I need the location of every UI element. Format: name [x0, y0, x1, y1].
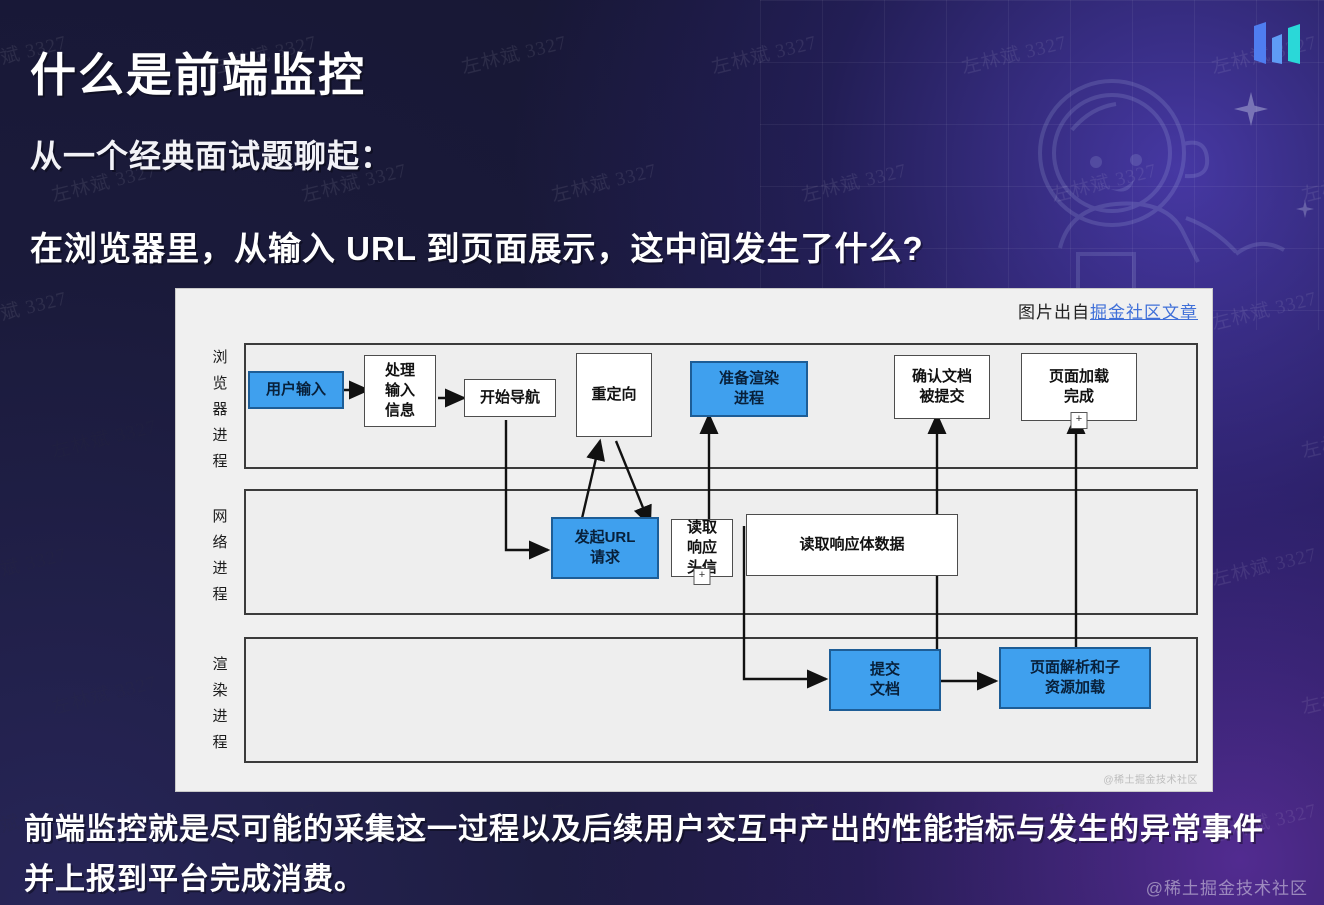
lane-label-network: 网络进程	[212, 508, 228, 603]
node-label: 发起URL请求	[574, 529, 636, 566]
watermark-text: 左林斌 3327	[459, 32, 570, 79]
node-label: 处理输入信息	[384, 362, 415, 419]
watermark-text: 左林斌 3327	[0, 544, 70, 591]
watermark-text: 左林斌 3327	[1299, 672, 1324, 719]
node-label: 准备渲染进程	[718, 370, 779, 407]
expand-plus-icon[interactable]: +	[1070, 412, 1088, 429]
footer-paragraph: 前端监控就是尽可能的采集这一过程以及后续用户交互中产出的性能指标与发生的异常事件…	[24, 813, 1264, 896]
lane-label-render: 渲染进程	[212, 656, 228, 751]
subtitle-intro: 从一个经典面试题聊起：	[30, 138, 394, 174]
node-user-input[interactable]: 用户输入	[248, 371, 344, 409]
image-source-prefix: 图片出自	[1018, 303, 1090, 322]
star-icon	[1234, 92, 1268, 126]
node-label: 重定向	[591, 386, 637, 403]
node-label: 确认文档被提交	[911, 368, 972, 405]
node-read-response-body[interactable]: 读取响应体数据	[746, 514, 958, 576]
node-process-input[interactable]: 处理输入信息	[364, 355, 436, 427]
background-grid	[760, 0, 1324, 330]
watermark-text: 左林斌 3327	[709, 32, 820, 79]
image-source-note: 图片出自掘金社区文章	[1018, 298, 1198, 323]
node-read-response-header[interactable]: 读取响应头信 +	[671, 519, 733, 585]
watermark-text: 左林斌 3327	[1299, 160, 1324, 207]
node-label: 开始导航	[479, 389, 540, 406]
expand-plus-icon[interactable]: +	[693, 568, 711, 585]
node-label: 读取响应体数据	[799, 536, 905, 553]
lane-label-browser: 浏览器进程	[212, 349, 228, 470]
diagram-embedded-watermark: @稀土掘金技术社区	[1103, 775, 1198, 786]
star-small-icon	[1296, 200, 1314, 218]
page-title: 什么是前端监控	[30, 48, 366, 101]
node-confirm-document-submitted[interactable]: 确认文档被提交	[894, 355, 990, 419]
watermark-text: 左林斌 3327	[49, 416, 160, 463]
image-source-link[interactable]: 掘金社区文章	[1090, 303, 1198, 322]
watermark-text: 左林斌 3327	[49, 672, 160, 719]
node-submit-document[interactable]: 提交文档	[829, 649, 941, 711]
watermark-text: 左林斌 3327	[0, 288, 70, 335]
astronaut-mascot-icon	[1038, 79, 1286, 293]
watermark-text: 左林斌 3327	[1209, 544, 1320, 591]
watermark-text: 左林斌 3327	[1049, 160, 1160, 207]
watermark-text: 左林斌 3327	[1209, 288, 1320, 335]
node-label: 页面加载完成	[1048, 368, 1109, 405]
diagram-panel: 图片出自掘金社区文章 浏览器进程 网络进程 渲染进程	[175, 288, 1213, 792]
node-label: 提交文档	[869, 661, 900, 698]
node-page-load-complete[interactable]: 页面加载完成 +	[1021, 353, 1137, 429]
node-parse-page-load-subresources[interactable]: 页面解析和子资源加载	[999, 647, 1151, 709]
node-prepare-render-process[interactable]: 准备渲染进程	[690, 361, 808, 417]
node-send-url-request[interactable]: 发起URL请求	[551, 517, 659, 579]
corner-watermark: @稀土掘金技术社区	[1145, 879, 1308, 898]
node-label: 用户输入	[265, 381, 326, 398]
node-redirect[interactable]: 重定向	[576, 353, 652, 437]
subtitle-question: 在浏览器里，从输入 URL 到页面展示，这中间发生了什么?	[30, 230, 924, 267]
watermark-text: 左林斌 3327	[959, 32, 1070, 79]
watermark-text: 左林斌 3327	[1299, 416, 1324, 463]
watermark-text: 左林斌 3327	[799, 160, 910, 207]
node-label: 页面解析和子资源加载	[1029, 659, 1120, 696]
node-start-navigation[interactable]: 开始导航	[464, 379, 556, 417]
watermark-text: 左林斌 3327	[549, 160, 660, 207]
bar-chart-logo-icon	[1254, 22, 1300, 64]
